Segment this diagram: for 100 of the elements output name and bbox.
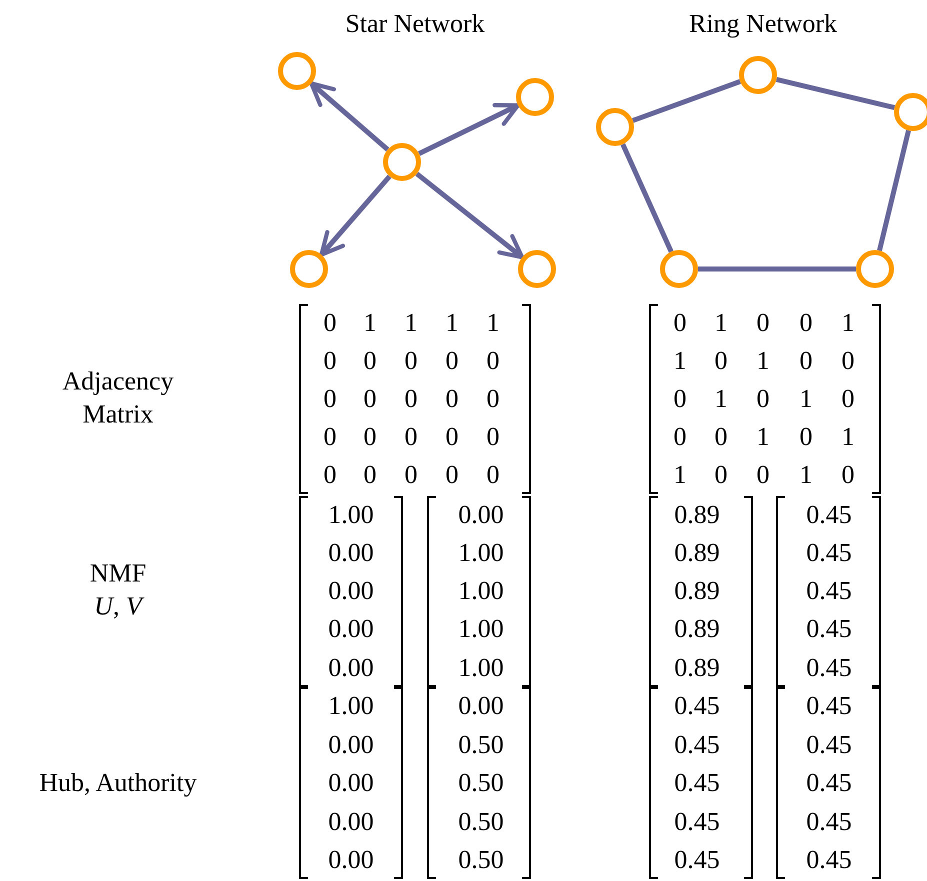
matrix-cell-text: 0 [714, 420, 728, 453]
matrix-cell-text: 0 [714, 458, 728, 491]
node-circle [518, 250, 556, 288]
matrix-cell-text: 0.45 [806, 844, 852, 876]
matrix-cell-text: 0.45 [806, 574, 852, 607]
matrix-cell-text: 1 [756, 420, 770, 453]
arrow [415, 172, 524, 260]
matrix-cell-text: 0.45 [806, 498, 852, 531]
matrix-cell-text: 0.45 [674, 728, 720, 761]
matrix-cell-text: 1.00 [458, 652, 504, 684]
row-label: Hub, Authority [39, 766, 197, 799]
matrix-cell-text: 0.00 [328, 766, 374, 799]
matrix-cell-text: 0 [756, 382, 770, 415]
matrix-cell-text: 0.89 [674, 574, 720, 607]
matrix-cell-text: 0 [446, 458, 458, 491]
matrix-cell-text: 0.00 [328, 574, 374, 607]
row-label: Adjacency Matrix [61, 366, 175, 430]
matrix-cell-text: 0.00 [328, 728, 374, 761]
matrix-cell-text: 0.89 [674, 652, 720, 684]
node-circle [383, 143, 421, 181]
matrix-cell-text: 0 [486, 382, 500, 415]
matrix-cell-text: 1 [674, 344, 686, 377]
matrix-cell-text: 1.00 [458, 612, 504, 645]
matrix-cell-text: 0.45 [806, 728, 852, 761]
matrix-cell-text: 0.89 [674, 536, 720, 569]
matrix-cell-text: 0 [446, 344, 458, 377]
matrix-cell-text: 1 [486, 306, 500, 339]
matrix-cell-text: 0 [364, 382, 376, 415]
matrix-cell-text: 0.45 [806, 536, 852, 569]
matrix-cell-text: 0.00 [328, 536, 374, 569]
connector-line [877, 130, 911, 252]
matrix-cell-text: 0.45 [674, 766, 720, 799]
matrix-cell-text: 1.00 [328, 498, 374, 531]
matrix-cell-text: 0 [364, 344, 376, 377]
matrix-cell-text: 0 [800, 344, 812, 377]
node-circle [894, 93, 927, 131]
matrix-cell-text: 0 [324, 458, 336, 491]
matrix-cell-text: 0.45 [806, 690, 852, 722]
matrix-cell-text: 0 [674, 420, 686, 453]
matrix-cell-text: 1 [404, 306, 418, 339]
graph-title: Ring Network [688, 8, 838, 40]
matrix-cell-text: 1 [714, 382, 728, 415]
matrix-cell-text: 0 [842, 382, 854, 415]
node-circle [596, 108, 634, 146]
matrix-cell-text: 0 [674, 306, 686, 339]
matrix-cell-text: 1 [714, 306, 728, 339]
matrix-cell-text: 0 [446, 420, 458, 453]
matrix-cell-text: 0 [324, 420, 336, 453]
graph-title: Star Network [345, 8, 485, 40]
matrix-cell-text: 0 [404, 420, 418, 453]
matrix-cell-text: 0 [364, 420, 376, 453]
matrix-cell-text: 0 [486, 420, 500, 453]
matrix-cell-text: 0 [486, 344, 500, 377]
matrix-cell-text: 0 [756, 306, 770, 339]
node-circle [660, 250, 698, 288]
matrix-cell-text: 0 [756, 458, 770, 491]
matrix-cell-text: 0.45 [806, 806, 852, 838]
arrow [319, 174, 392, 257]
matrix-cell-text: 0 [674, 382, 686, 415]
matrix-cell-text: 0.45 [806, 652, 852, 684]
matrix-cell-text: 0 [364, 458, 376, 491]
matrix-cell-text: 1 [446, 306, 458, 339]
matrix-cell-text: 0.89 [674, 612, 720, 645]
matrix-cell-text: 0 [800, 420, 812, 453]
matrix-cell-text: 0.45 [674, 690, 720, 722]
matrix-cell-text: 0.00 [328, 612, 374, 645]
connector-line [698, 266, 856, 272]
matrix-cell-text: 0.45 [806, 766, 852, 799]
matrix-cell-text: 1 [842, 420, 854, 453]
matrix-cell-text: 0 [324, 344, 336, 377]
matrix-cell-text: 0 [404, 382, 418, 415]
matrix-cell-text: 0 [800, 306, 812, 339]
matrix-cell-text: 0 [404, 458, 418, 491]
matrix-cell-text: 1 [842, 306, 854, 339]
connector-line [776, 76, 896, 110]
matrix-cell-text: 0.45 [806, 612, 852, 645]
node-circle [856, 250, 894, 288]
row-label: NMF U, V [88, 558, 148, 622]
node-circle [278, 52, 316, 90]
connector-line [620, 143, 674, 253]
arrow [309, 81, 390, 152]
matrix-cell-text: 1 [756, 344, 770, 377]
matrix-cell-text: 0 [404, 344, 418, 377]
matrix-cell-text: 0.50 [458, 728, 504, 761]
matrix-cell-text: 0 [324, 382, 336, 415]
matrix-cell-text: 1 [364, 306, 376, 339]
matrix-cell-text: 0 [714, 344, 728, 377]
connector-line [632, 79, 741, 123]
matrix-cell-text: 0.00 [458, 498, 504, 531]
matrix-cell-text: 0.50 [458, 766, 504, 799]
matrix-cell-text: 0.00 [328, 844, 374, 876]
matrix-cell-text: 1.00 [458, 574, 504, 607]
node-circle [516, 78, 554, 116]
node-circle [739, 56, 777, 94]
matrix-cell-text: 1 [800, 458, 812, 491]
matrix-cell-text: 1 [800, 382, 812, 415]
arrow [418, 103, 520, 156]
matrix-cell-text: 0.50 [458, 844, 504, 876]
matrix-cell-text: 0.00 [328, 806, 374, 838]
matrix-cell-text: 0 [842, 344, 854, 377]
